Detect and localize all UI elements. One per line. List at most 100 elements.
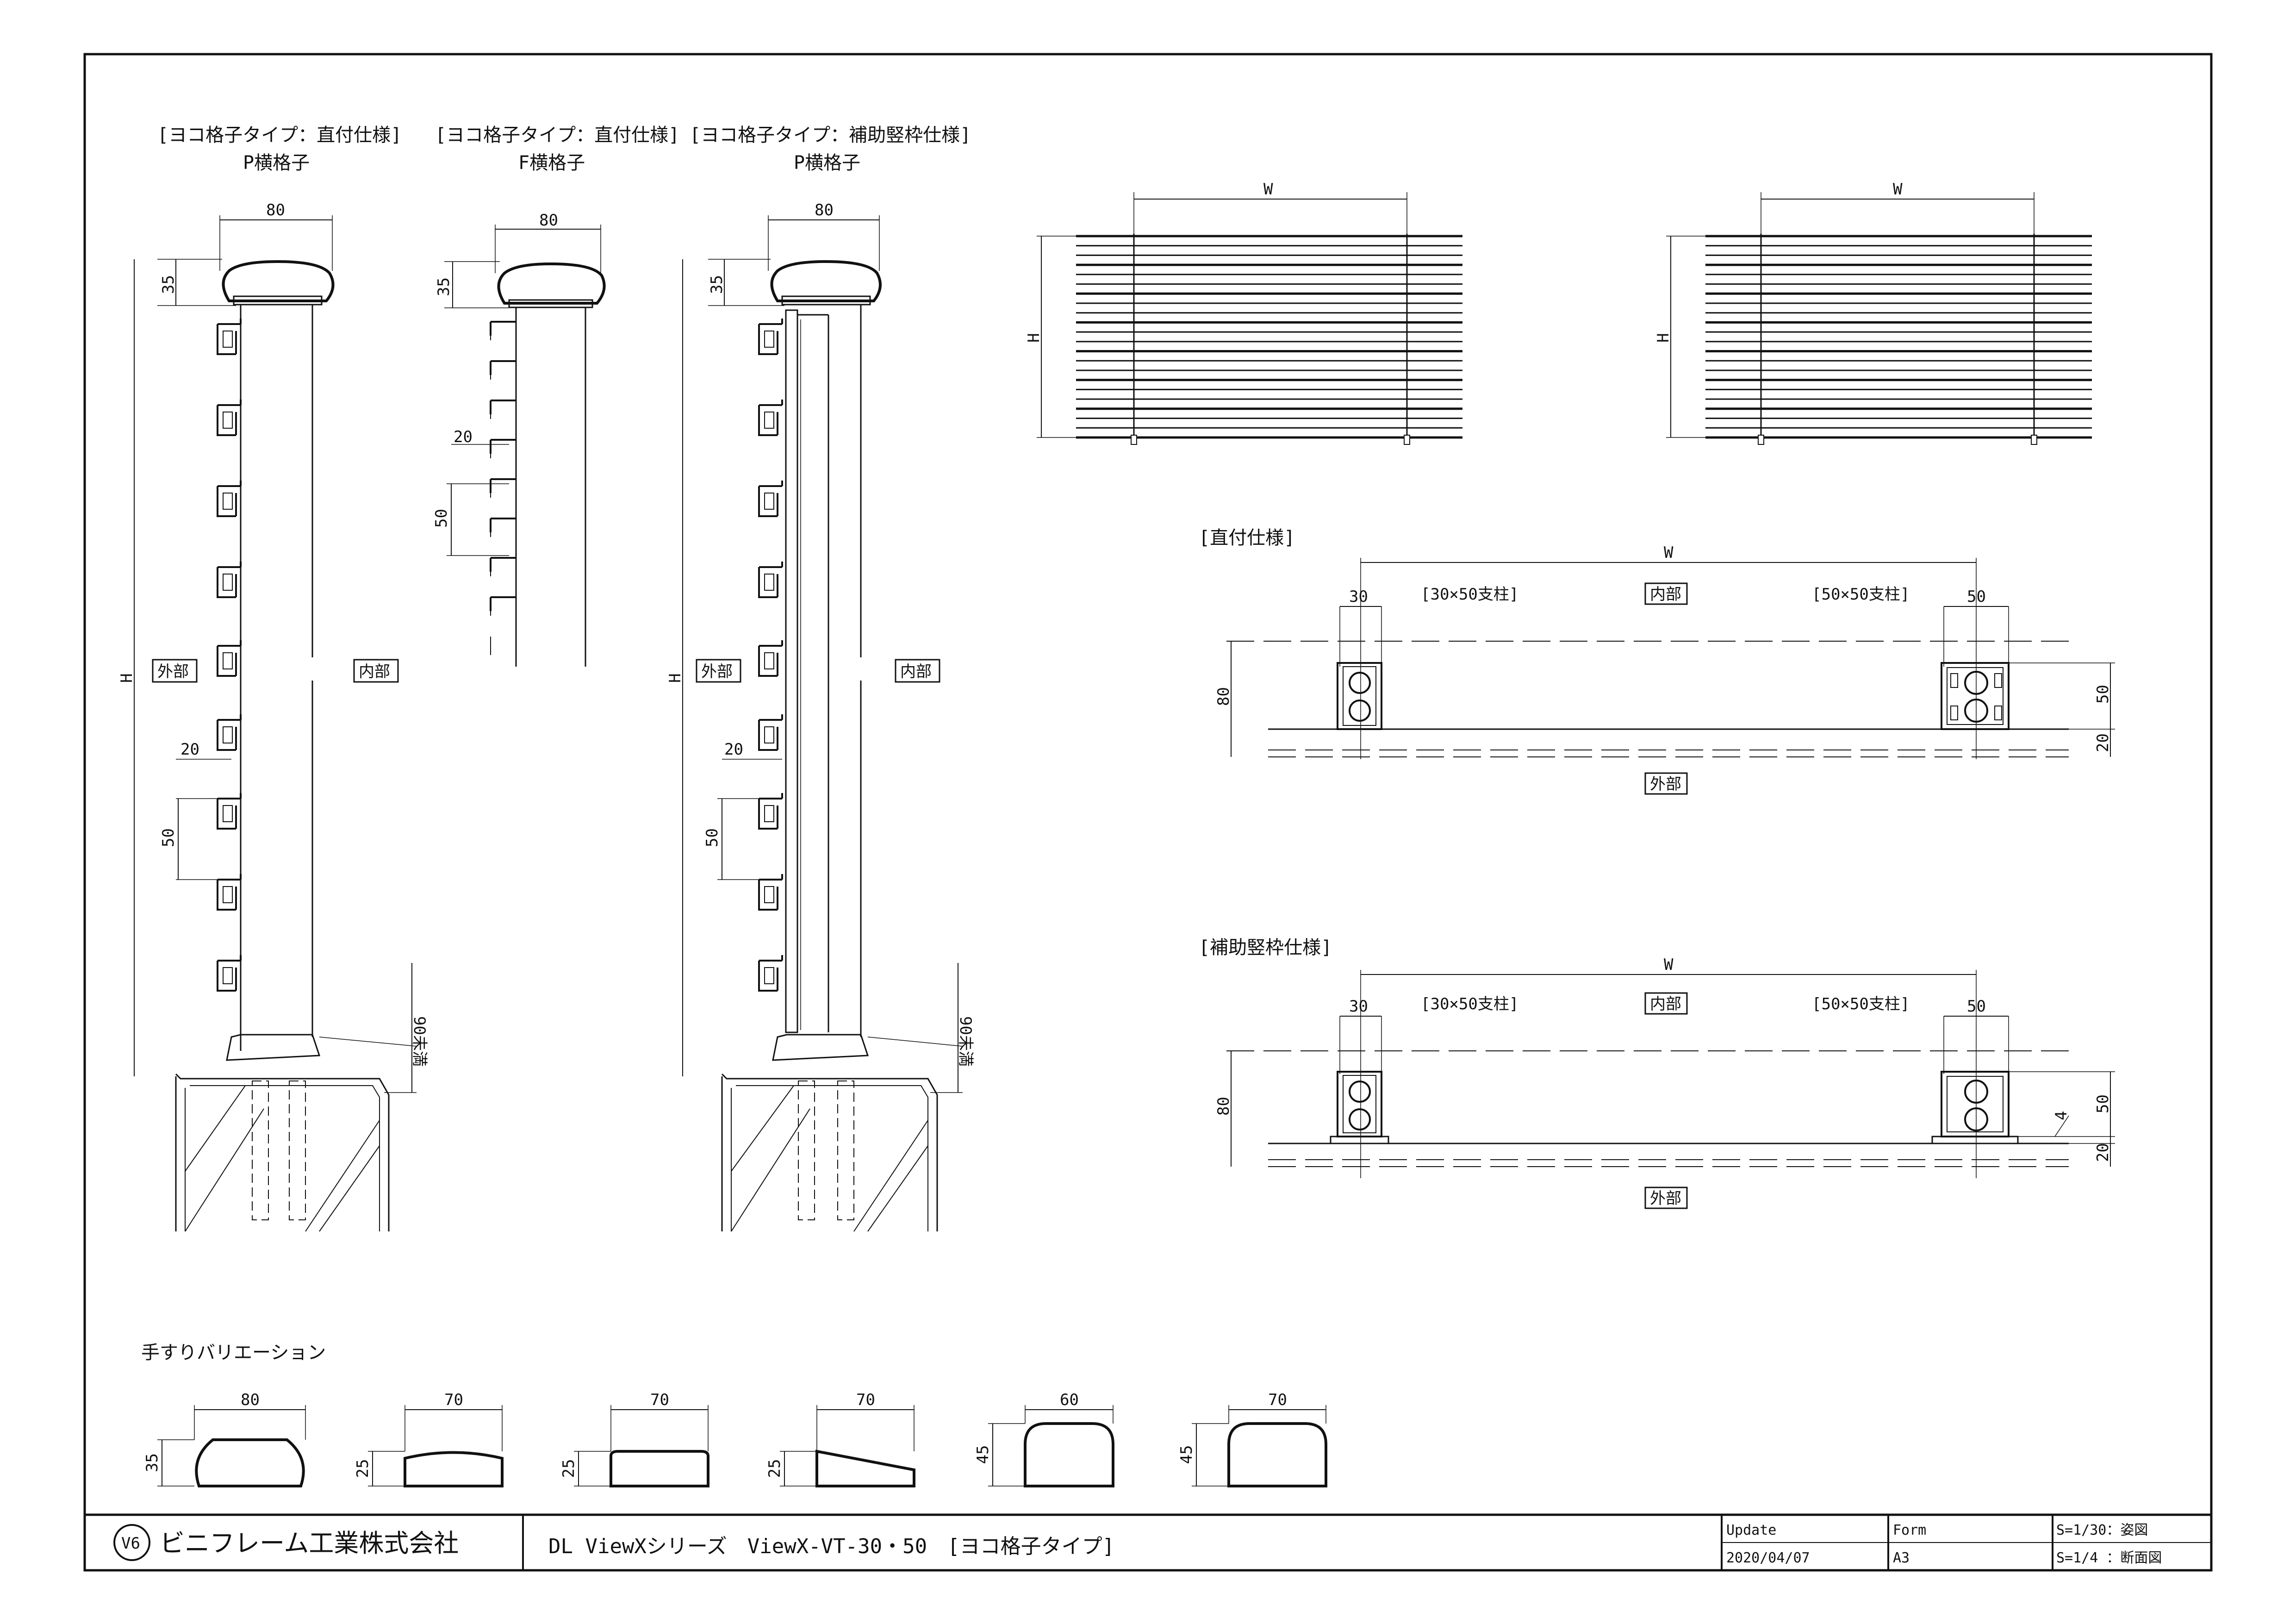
base-dim: 20	[2094, 733, 2112, 752]
louver-blade-inner	[764, 726, 774, 743]
inside-label: 内部	[359, 662, 390, 681]
right-post-label: [50×50支柱]	[1812, 995, 1910, 1013]
elevation-right: W H	[1654, 180, 2092, 445]
section-title: [ヨコ格子タイプ：直付仕様]	[157, 125, 402, 146]
depth-dim: 80	[1214, 1097, 1233, 1116]
louver-blade	[758, 319, 783, 355]
louver-blade	[758, 400, 783, 436]
outside-label: 外部	[157, 662, 189, 681]
louver-blades	[490, 321, 516, 667]
pitch-dim: 50	[703, 828, 722, 847]
louver-blade	[217, 640, 242, 677]
section-title: [ヨコ格子タイプ：直付仕様]	[435, 125, 679, 146]
louver-blade	[217, 955, 242, 992]
width-dim: 80	[539, 211, 558, 230]
louver-blade-inner	[764, 967, 774, 984]
base-dim: 20	[2094, 1143, 2112, 1162]
section-subtitle: F横格子	[518, 152, 585, 174]
update-value: 2020/04/07	[1726, 1550, 1810, 1566]
louver-blade	[217, 562, 242, 598]
inside-label: 内部	[1650, 995, 1681, 1013]
section-subtitle: P横格子	[243, 152, 310, 174]
depth-dim: 80	[1214, 687, 1233, 706]
louver-blade	[758, 640, 783, 677]
post-foot	[1404, 435, 1410, 445]
gap-dim: 20	[454, 428, 473, 446]
top-dim: 35	[708, 275, 726, 294]
scale-elevation: S=1/30：姿図	[2056, 1522, 2148, 1538]
plan-direct: [直付仕様] W 30 [30×50支柱] 内部 [50×50支柱] 50 80	[1199, 527, 2115, 795]
section-f-direct: [ヨコ格子タイプ：直付仕様] F横格子 80 35 20 50	[432, 125, 679, 667]
height-dim: 25	[354, 1459, 372, 1478]
pitch-dim: 50	[432, 509, 451, 528]
elevation-left: W H	[1025, 180, 1462, 445]
outside-label: 外部	[1650, 1189, 1681, 1208]
section-p-aux: [ヨコ格子タイプ：補助竪枠仕様] P横格子 80 35 H 外部 内部 20 5…	[666, 125, 975, 1232]
width-dim: 80	[815, 201, 834, 219]
louver-blade	[758, 955, 783, 992]
louver-blade-inner	[764, 652, 774, 669]
louver-blade-inner	[223, 331, 233, 348]
top-dim: 35	[435, 277, 453, 296]
company-name: ビニフレーム工業株式会社	[160, 1529, 459, 1558]
post-50x50	[1931, 1071, 2019, 1144]
handrail-profile	[610, 1450, 709, 1487]
inside-label: 内部	[900, 662, 932, 681]
inside-label: 内部	[1650, 585, 1681, 604]
handrail-title: 手すりバリエーション	[141, 1342, 326, 1363]
louver-blade-inner	[223, 726, 233, 743]
height-dim: 25	[560, 1459, 578, 1478]
section-title: [ヨコ格子タイプ：補助竪枠仕様]	[690, 125, 971, 146]
louver-blade	[217, 319, 242, 355]
louver-blade-inner	[764, 412, 774, 429]
scale-section: S=1/4 ：断面図	[2056, 1550, 2162, 1566]
louver-elevation	[1705, 234, 2092, 445]
width-dim: 60	[1060, 1391, 1079, 1409]
w-dim: W	[1664, 543, 1674, 562]
top-dim: 35	[159, 275, 178, 294]
update-label: Update	[1726, 1522, 1776, 1538]
height-dim: 45	[1177, 1445, 1196, 1464]
louver-blade	[217, 400, 242, 436]
height-dim: 35	[143, 1453, 162, 1472]
handrail-profile	[1227, 1422, 1327, 1487]
small-dim: 4	[2052, 1111, 2071, 1120]
embed-dim: 90未満	[956, 1016, 975, 1067]
width-dim: W	[1893, 180, 1903, 199]
w-dim: W	[1664, 956, 1674, 974]
louver-blade-inner	[764, 805, 774, 822]
handrail-profile	[195, 1438, 305, 1487]
company-logo-icon	[113, 1524, 150, 1561]
louver-elevation	[1076, 234, 1462, 445]
louver-blade-inner	[223, 886, 233, 903]
louver-blade-inner	[764, 574, 774, 591]
right-post-dim: 50	[1967, 587, 1986, 606]
handrail-profile	[815, 1449, 915, 1487]
louver-blades	[217, 319, 242, 992]
drawing-title: DL ViewXシリーズ ViewX-VT-30・50 [ヨコ格子タイプ]	[548, 1535, 1114, 1558]
width-dim: 70	[650, 1391, 669, 1409]
post-30x50	[1337, 662, 1382, 730]
right-post-dim: 50	[1967, 997, 1986, 1016]
width-dim: 70	[856, 1391, 875, 1409]
louver-blade	[217, 481, 242, 517]
right-post-label: [50×50支柱]	[1812, 585, 1910, 604]
post-depth-dim: 50	[2094, 1094, 2112, 1113]
section-p-direct: [ヨコ格子タイプ：直付仕様] P横格子 80 35 H 外部 内部 20	[118, 125, 429, 1232]
plan-title: [直付仕様]	[1199, 527, 1295, 549]
left-post-label: [30×50支柱]	[1421, 995, 1518, 1013]
width-dim: 70	[1268, 1391, 1287, 1409]
width-dim: 70	[444, 1391, 463, 1409]
left-post-label: [30×50支柱]	[1421, 585, 1518, 604]
width-dim: W	[1263, 180, 1273, 199]
width-dim: 80	[241, 1391, 260, 1409]
louver-blade	[217, 714, 242, 751]
louver-blade-inner	[223, 412, 233, 429]
louver-blade-inner	[223, 574, 233, 591]
left-post-dim: 30	[1349, 997, 1368, 1016]
handrail-profile	[404, 1451, 504, 1487]
width-dim: 80	[266, 201, 285, 219]
section-subtitle: P横格子	[794, 152, 860, 174]
